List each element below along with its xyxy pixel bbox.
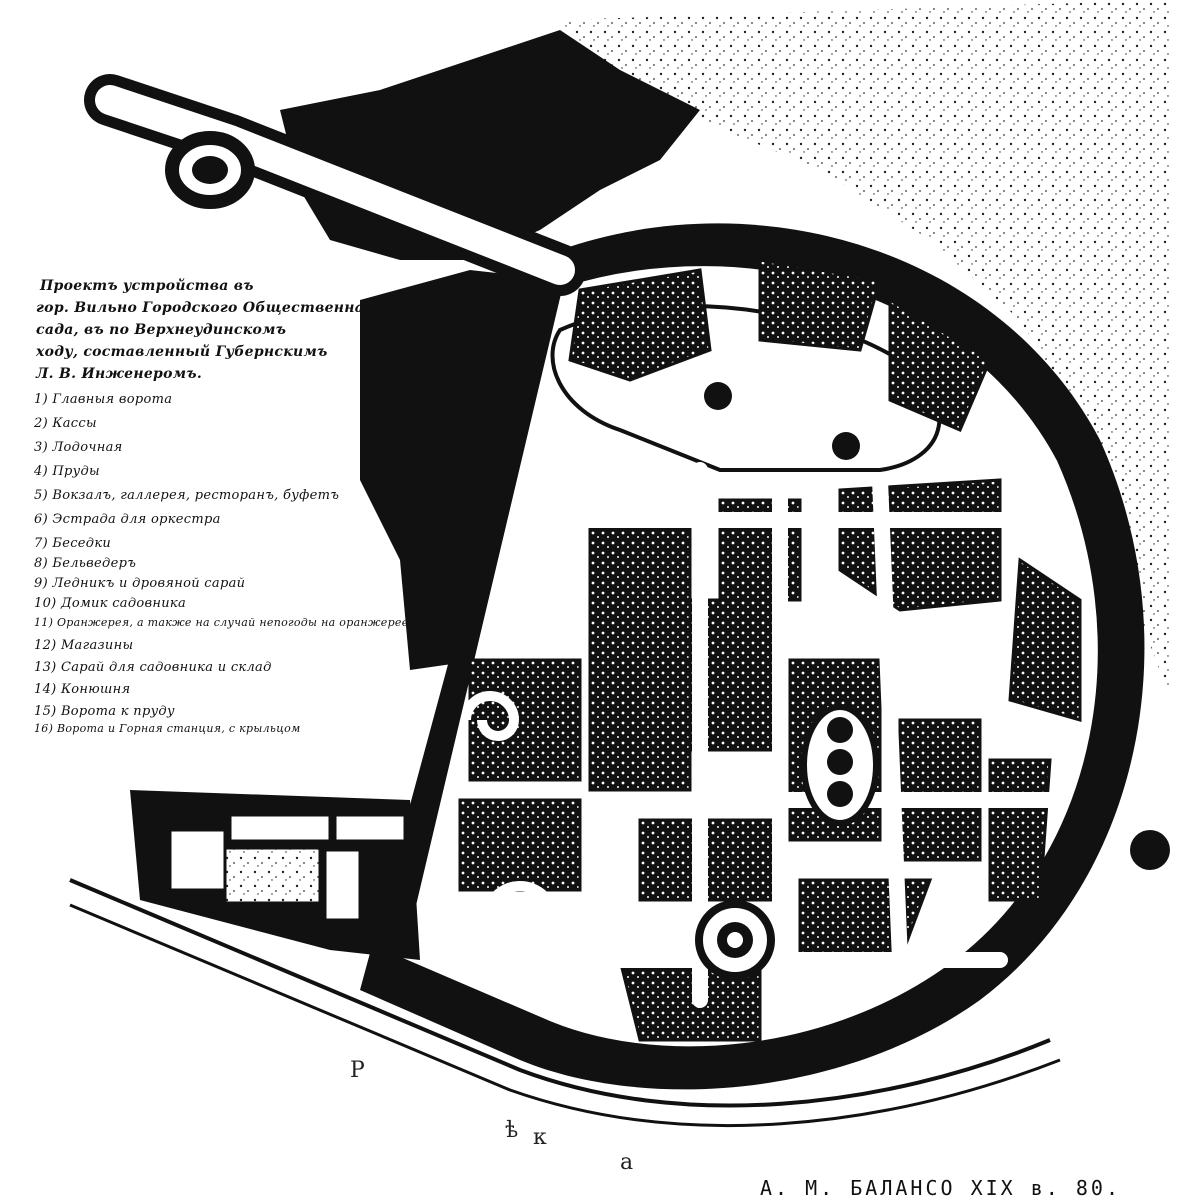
legend-item: 4) Пруды xyxy=(34,464,100,479)
plaza-round-1 xyxy=(704,382,732,410)
river-letter: ѣ xyxy=(505,1118,519,1143)
legend-item: 9) Ледникъ и дровяной сарай xyxy=(34,576,246,591)
legend-item: 10) Домик садовника xyxy=(34,596,187,611)
legend-title-line: Л. В. Инженеромъ. xyxy=(36,366,203,382)
map-label: Кадарри xyxy=(420,524,479,539)
spiral-ornaments xyxy=(461,625,996,947)
legend-item: 1) Главныя ворота xyxy=(34,392,173,407)
legend-item: 7) Беседки xyxy=(34,536,112,551)
legend-item: 5) Вокзалъ, галлерея, ресторанъ, буфетъ xyxy=(34,488,340,503)
legend-item: 16) Ворота и Горная станция, с крыльцом xyxy=(34,722,301,735)
legend-title-line: Проектъ устройства въ xyxy=(40,278,254,294)
legend-item: 11) Оранжерея, а также на случай непогод… xyxy=(34,616,409,629)
legend-title-line: ходу, составленный Губернскимъ xyxy=(36,344,328,360)
river-letter: Р xyxy=(350,1058,365,1083)
plaza-round-2 xyxy=(832,432,860,460)
upper-terrain xyxy=(560,0,1170,700)
legend-title-line: гор. Вильно Городского Общественнаго xyxy=(36,300,382,316)
legend-title-line: сада, въ по Верхнеудинскомъ xyxy=(36,322,287,338)
legend-item: 3) Лодочная xyxy=(34,440,123,455)
buildings-block xyxy=(130,790,420,960)
river-letter: а xyxy=(620,1150,634,1175)
lower-road xyxy=(69,878,1051,1108)
legend-item: 14) Конюшня xyxy=(34,682,131,697)
oval-pond-group xyxy=(801,704,879,826)
river-letter: к xyxy=(533,1125,547,1150)
legend-item: 6) Эстрада для оркестра xyxy=(34,512,221,527)
legend-item: 13) Сарай для садовника и склад xyxy=(34,660,272,675)
legend-item: 12) Магазины xyxy=(34,638,134,653)
footer-caption: А. М. БАЛАНСО XIX в. 80. xyxy=(760,1176,1121,1200)
bottom-fountain xyxy=(695,900,775,980)
legend-item: 2) Кассы xyxy=(34,416,97,431)
legend-item: 8) Бельведеръ xyxy=(34,556,137,571)
legend-item: 15) Ворота к пруду xyxy=(34,704,175,719)
